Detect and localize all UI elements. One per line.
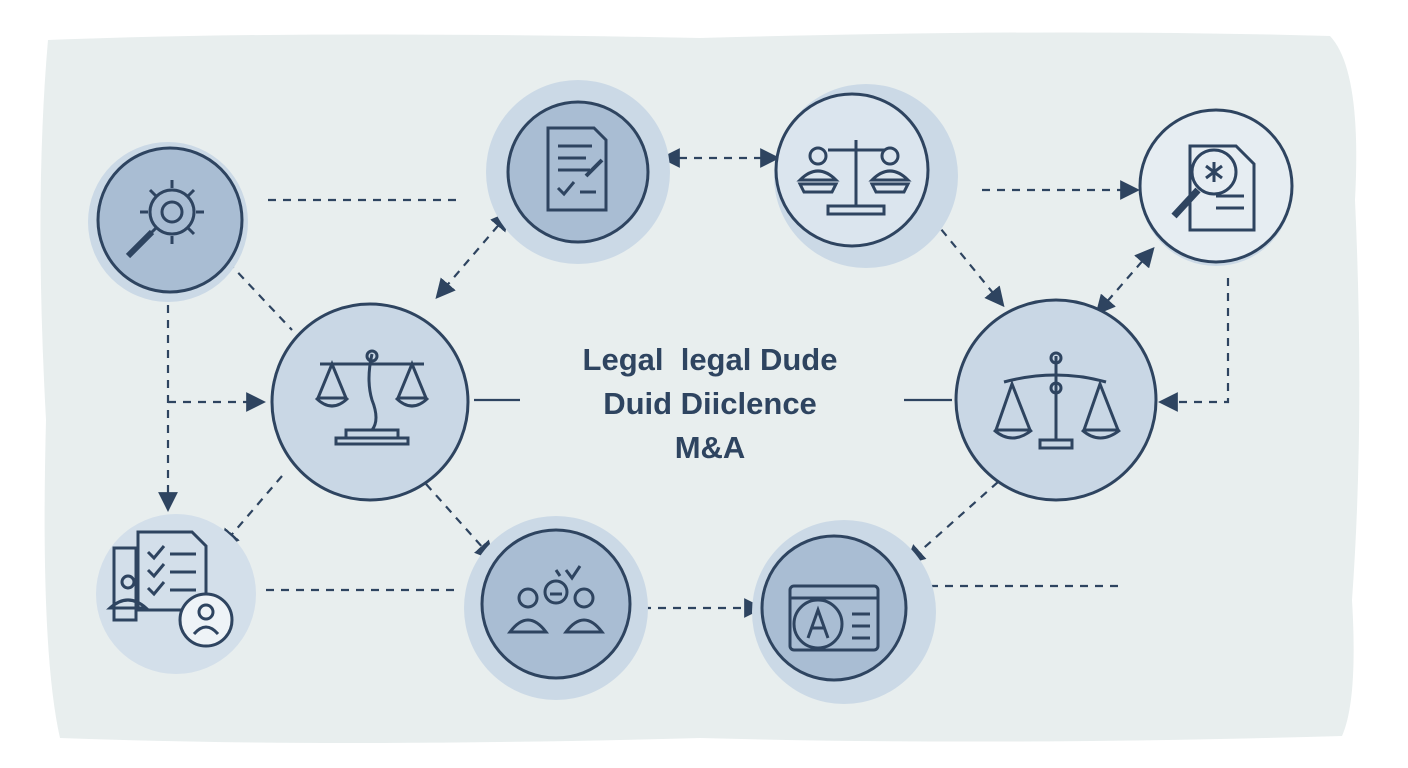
checklist-user-icon — [106, 530, 234, 648]
justice-scale-icon — [993, 351, 1121, 450]
title-line-3: M&A — [674, 430, 746, 465]
gear-search-icon — [125, 180, 204, 259]
node-document-search — [1138, 108, 1294, 266]
background-panel — [40, 32, 1360, 743]
connector-docsearch-down — [1158, 278, 1230, 412]
connector-left-scale-to-team — [425, 483, 495, 561]
title-line-1: Legal legal Dude — [582, 342, 838, 377]
connector-right-scale-to-doc-a — [905, 481, 999, 565]
connectors — [158, 148, 1230, 618]
parties-scale-icon — [796, 140, 912, 216]
node-document-a — [752, 520, 936, 704]
node-settings-search — [88, 142, 248, 302]
node-right-justice-scale — [954, 298, 1158, 502]
connector-left-scale-to-checklist-user — [219, 475, 283, 550]
connector-parties-to-right-scale — [931, 217, 1005, 308]
node-checklist-user — [96, 514, 256, 674]
justice-scale-icon — [314, 349, 430, 446]
team-icon — [506, 565, 606, 634]
document-search-icon — [1171, 144, 1256, 232]
letter-a-document-icon — [788, 584, 880, 652]
node-left-justice-scale — [270, 302, 470, 502]
center-title: Legal legal Dude Duid Diiclence M&A — [520, 338, 900, 470]
node-checklist-document — [486, 80, 670, 264]
title-line-2: Duid Diiclence — [603, 386, 817, 421]
node-team-collaboration — [464, 516, 648, 700]
connector-gear-to-left-scale — [227, 261, 293, 331]
node-parties-scale — [774, 84, 958, 268]
connector-checklist-left-scale — [435, 210, 511, 300]
checklist-document-icon — [546, 126, 608, 212]
